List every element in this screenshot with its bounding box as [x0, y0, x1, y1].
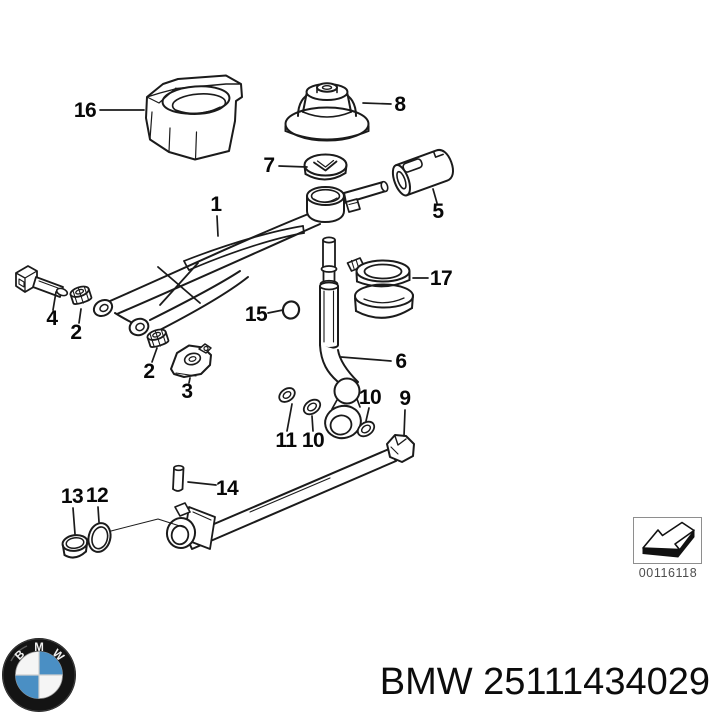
callout-label-15: 15 — [244, 303, 268, 326]
callout-label-8: 8 — [394, 93, 406, 116]
callout-label-17: 17 — [429, 267, 453, 290]
callout-label-16: 16 — [73, 99, 97, 122]
part-5-coupling-sleeve — [391, 148, 454, 197]
fiche-arrow-icon — [642, 521, 695, 558]
part-2-nut — [69, 285, 93, 305]
part-3-bracket — [170, 343, 212, 378]
callout-label-9: 9 — [399, 387, 411, 410]
callout-label-1: 1 — [210, 193, 222, 216]
stamp-number: 00116118 — [638, 566, 698, 580]
callout-label-5: 5 — [432, 200, 444, 223]
part-9-selector-rod — [165, 434, 415, 550]
bmw-letter-m: M — [34, 642, 44, 654]
part-number-text: BMW 25111434029 — [379, 661, 710, 703]
part-12-snap-ring — [87, 522, 112, 553]
part-4-pin-lever — [15, 265, 69, 298]
diagram-stamp-box — [633, 517, 702, 564]
callout-label-10: 10 — [358, 386, 382, 409]
part-2-nut-second — [145, 326, 171, 351]
callout-label-11: 11 — [275, 429, 297, 452]
callout-label-3: 3 — [181, 380, 193, 403]
assembly-guide-line — [110, 518, 187, 532]
part-7-cap — [303, 153, 348, 181]
callout-label-10: 10 — [301, 429, 325, 452]
callout-label-14: 14 — [215, 477, 239, 500]
parts-diagram — [15, 74, 454, 559]
callout-label-12: 12 — [85, 484, 109, 507]
callout-label-4: 4 — [46, 307, 58, 330]
leader-lines — [52, 102, 438, 535]
part-14-pin — [172, 464, 185, 492]
part-8-grommet — [284, 82, 370, 142]
callout-label-2: 2 — [143, 360, 155, 383]
callout-label-6: 6 — [395, 350, 407, 373]
part-15-oring — [281, 300, 301, 320]
washer-11 — [278, 387, 296, 403]
part-6-shift-lever — [319, 236, 362, 440]
bmw-roundel-icon: B M W — [2, 638, 76, 712]
part-17-bearing-bushing — [346, 257, 414, 319]
part-16-foam-insert — [145, 74, 243, 161]
part-13-cap — [61, 534, 89, 559]
callout-label-13: 13 — [60, 485, 84, 508]
callout-label-7: 7 — [263, 154, 275, 177]
washer-10-left — [302, 398, 322, 416]
washer-10-right — [356, 420, 376, 438]
callout-label-2: 2 — [70, 321, 82, 344]
part-1-shift-arm — [92, 180, 389, 337]
